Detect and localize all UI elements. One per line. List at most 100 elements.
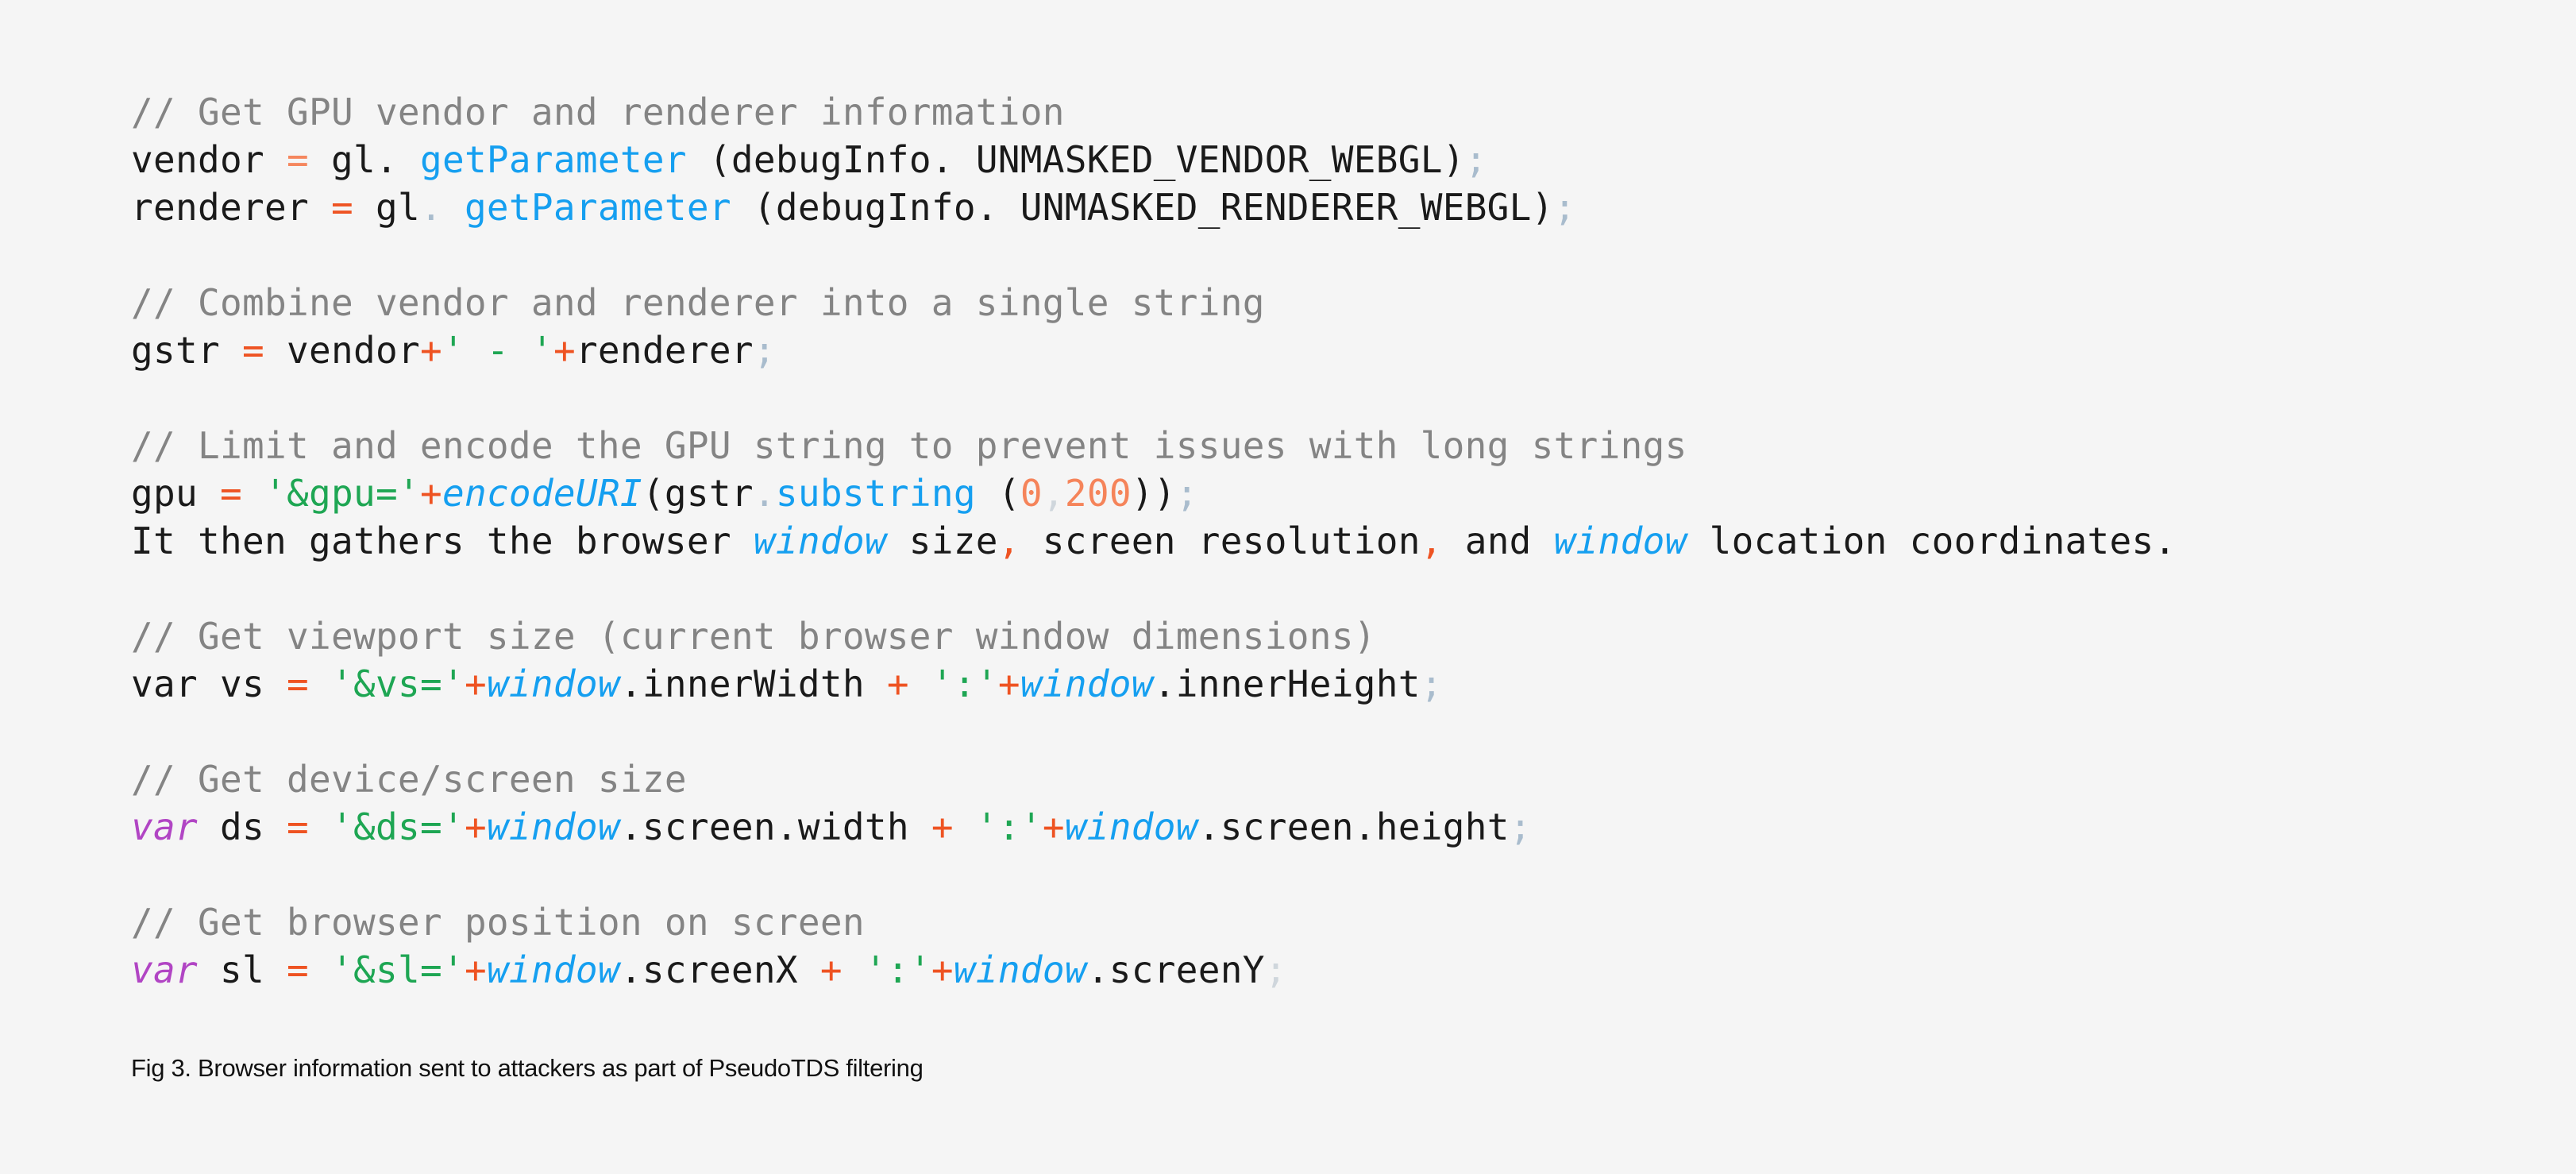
code-token: It then gathers the browser [131,519,754,562]
code-token: . [419,186,442,229]
code-token: getParameter [464,186,731,229]
code-line: gstr = vendor+' - '+renderer; [131,326,2177,374]
code-token: window [486,662,620,705]
code-token: ':' [975,805,1043,848]
code-token: .innerHeight [1153,662,1421,705]
code-line: var ds = '&ds='+window.screen.width + ':… [131,803,2177,851]
code-token: vendor [131,138,287,181]
code-token: window [1020,662,1154,705]
code-token [843,948,865,991]
code-token: ; [1264,948,1287,991]
code-token: .screen.height [1197,805,1510,848]
code-token: )) [1131,472,1176,515]
code-token: + [419,329,442,372]
code-token: + [419,472,442,515]
code-token: (debugInfo. UNMASKED_RENDERER_WEBGL) [731,186,1554,229]
code-token [309,805,331,848]
code-line: renderer = gl. getParameter (debugInfo. … [131,183,2177,231]
figure-caption: Fig 3. Browser information sent to attac… [131,1054,924,1082]
code-token: and [1442,519,1554,562]
code-token: + [931,948,954,991]
code-token: ; [1509,805,1532,848]
code-token [242,472,264,515]
code-comment-line: // Get browser position on screen [131,898,2177,946]
code-token: = [330,186,353,229]
code-token: ( [975,472,1020,515]
code-token: size [886,519,998,562]
code-token [954,805,976,848]
code-token: substring [775,472,976,515]
code-token: + [997,662,1020,705]
code-token: + [819,948,843,991]
code-token: getParameter [419,138,687,181]
code-token: var [131,805,198,848]
code-token: + [464,662,487,705]
code-token: .screen.width [619,805,931,848]
code-token: + [464,948,487,991]
code-token: // Limit and encode the GPU string to pr… [131,424,1687,467]
code-token: = [286,948,309,991]
code-token: + [886,662,909,705]
code-token: ds [197,805,287,848]
code-token [309,948,331,991]
code-token: // Get viewport size (current browser wi… [131,615,1376,658]
code-token: 0 [1020,472,1043,515]
code-token: renderer [131,186,331,229]
code-token: . [753,472,776,515]
code-token: var [131,948,198,991]
code-line: vendor = gl. getParameter (debugInfo. UN… [131,136,2177,183]
code-token: + [553,329,576,372]
code-token [442,186,465,229]
code-token: ; [753,329,776,372]
code-token: // Get browser position on screen [131,901,865,944]
code-token: + [464,805,487,848]
blank-line [131,851,2177,898]
code-token: .screenY [1086,948,1265,991]
code-token: vendor [264,329,420,372]
code-token: , [1042,472,1065,515]
code-token: = [219,472,242,515]
code-token [309,662,331,705]
code-line: gpu = '&gpu='+encodeURI(gstr.substring (… [131,469,2177,517]
code-token: window [1553,519,1687,562]
code-token: '&gpu=' [264,472,420,515]
code-token: '&sl=' [330,948,465,991]
blank-line [131,708,2177,755]
code-token: gl. [308,138,420,181]
code-token: , [997,519,1020,562]
code-token: window [1064,805,1198,848]
code-token: sl [197,948,287,991]
code-token: = [241,329,264,372]
code-token: gstr [131,329,242,372]
code-token: gpu [131,472,220,515]
code-token: (debugInfo. UNMASKED_VENDOR_WEBGL) [686,138,1465,181]
code-line: var vs = '&vs='+window.innerWidth + ':'+… [131,660,2177,708]
code-token: '&vs=' [330,662,465,705]
code-token: , [1420,519,1443,562]
code-comment-line: // Get GPU vendor and renderer informati… [131,88,2177,136]
code-token: ; [1553,186,1576,229]
code-token: ':' [864,948,931,991]
code-token: var vs [131,662,287,705]
code-comment-line: // Get device/screen size [131,755,2177,803]
code-token: ' - ' [442,329,553,372]
code-token: screen resolution [1020,519,1421,562]
code-token: ; [1175,472,1198,515]
code-comment-line: // Combine vendor and renderer into a si… [131,279,2177,326]
code-token: window [486,948,620,991]
code-token: ':' [931,662,998,705]
code-token: window [486,805,620,848]
code-token: '&ds=' [330,805,465,848]
code-token: gl [353,186,420,229]
blank-line [131,565,2177,612]
code-token: location coordinates. [1687,519,2177,562]
code-token [909,662,931,705]
code-token: ; [1420,662,1443,705]
code-token: 200 [1064,472,1132,515]
code-token: .screenX [619,948,820,991]
code-token: ; [1464,138,1487,181]
code-token: window [953,948,1087,991]
code-token: = [286,138,309,181]
code-comment-line: // Limit and encode the GPU string to pr… [131,422,2177,469]
code-token: + [931,805,954,848]
